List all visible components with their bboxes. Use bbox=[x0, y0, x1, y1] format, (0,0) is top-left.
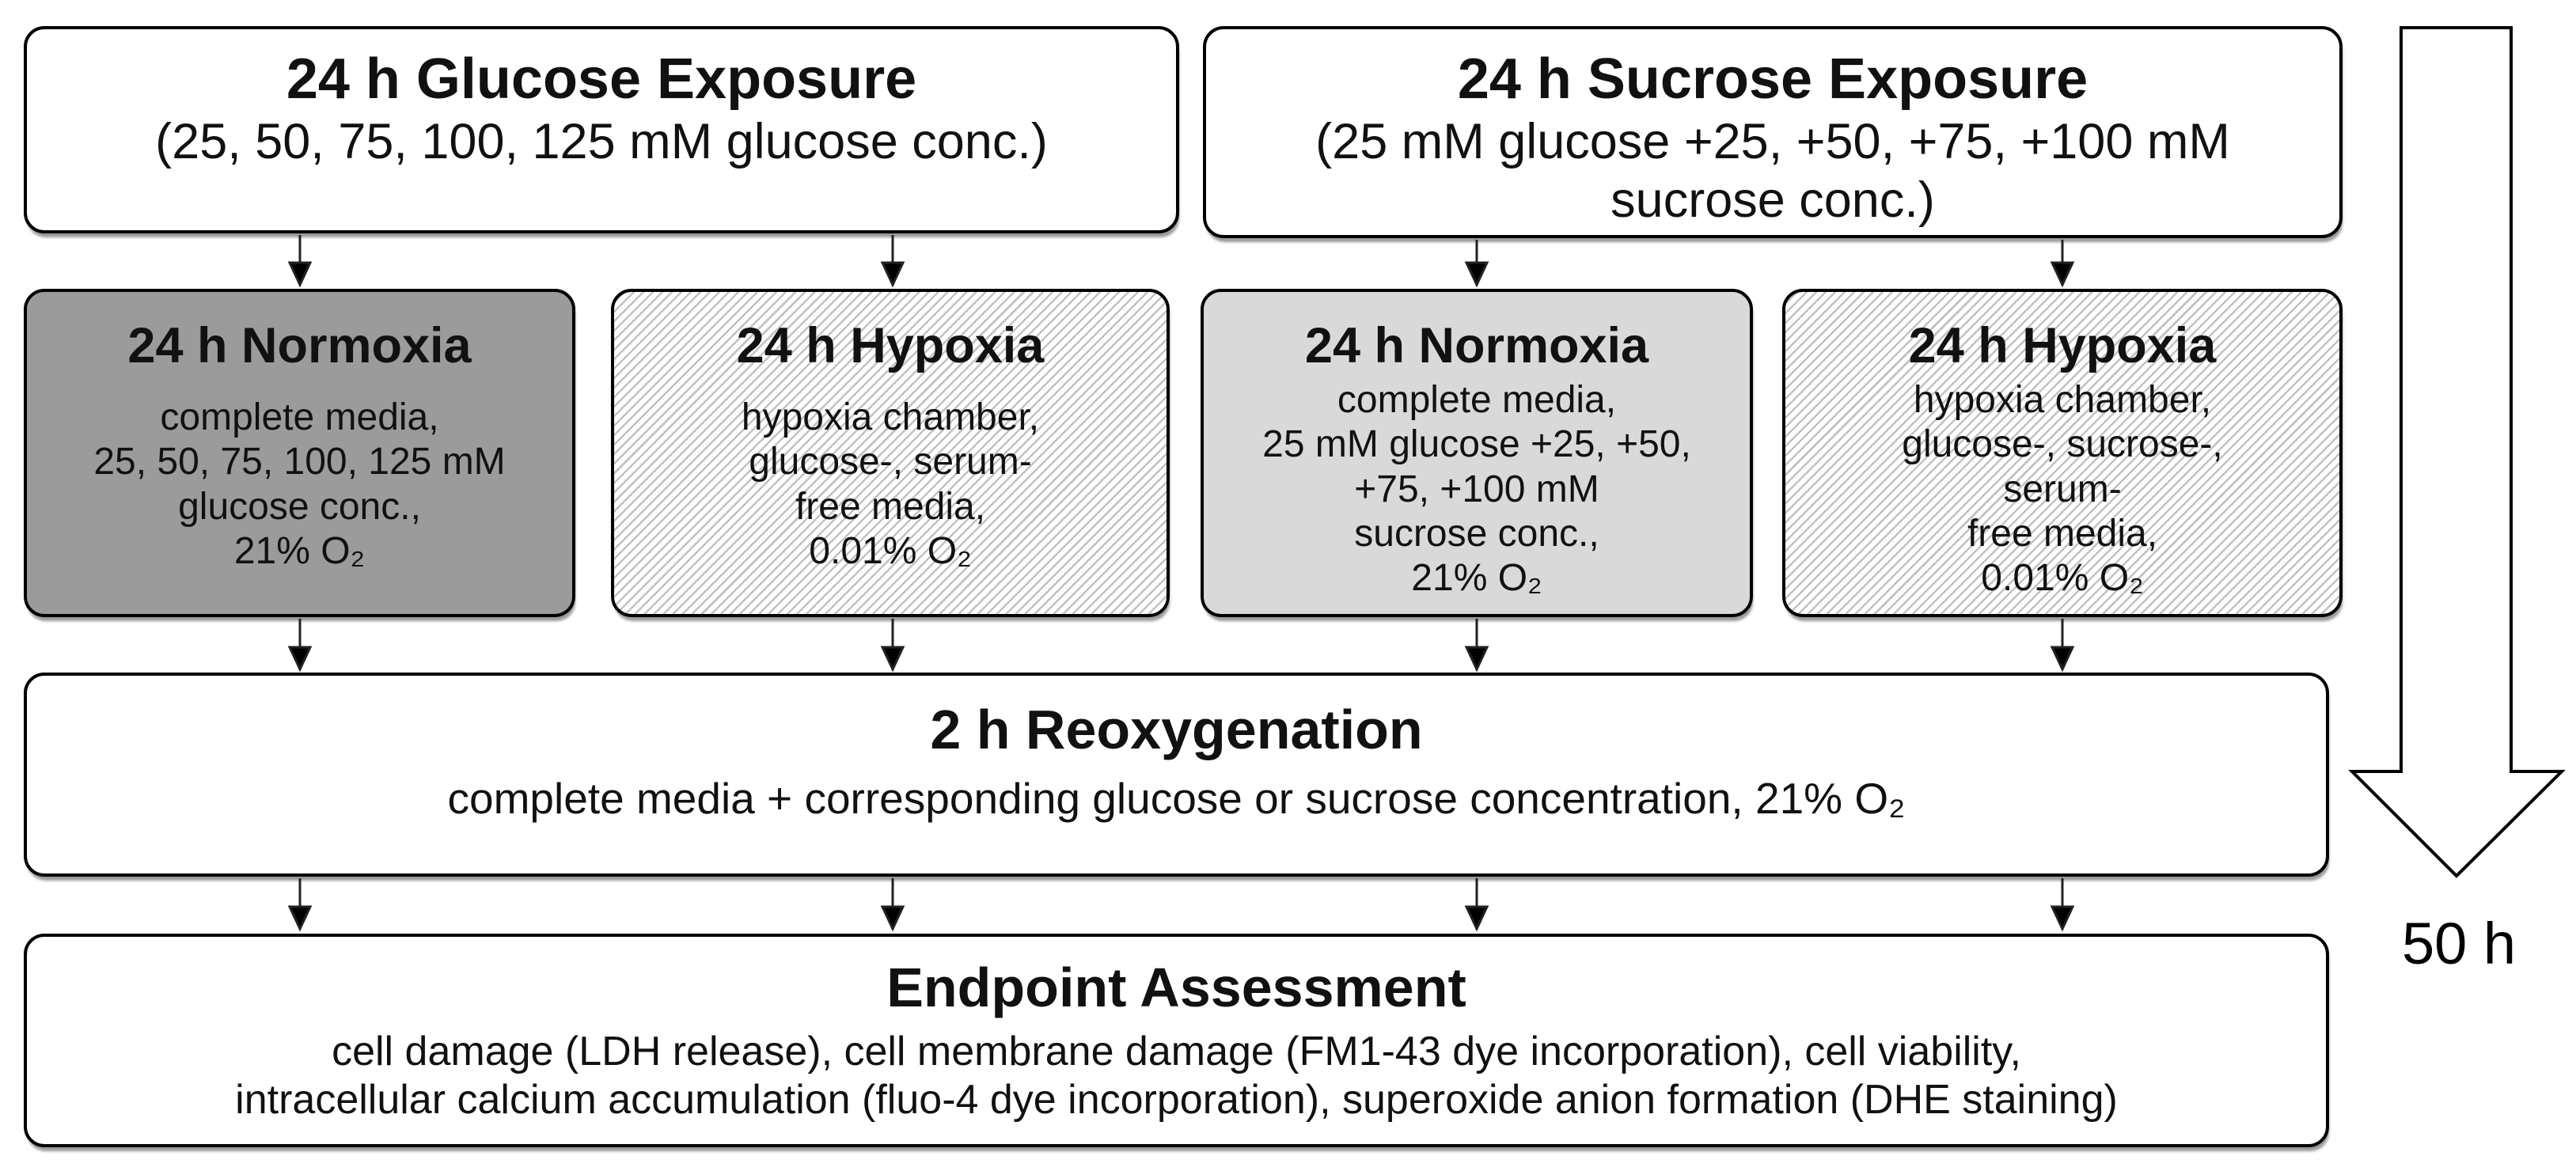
timeline-total-label: 50 h bbox=[2401, 911, 2517, 976]
sucrose-exposure-box: 24 h Sucrose Exposure (25 mM glucose +25… bbox=[1203, 26, 2343, 238]
reoxygenation-body: complete media + corresponding glucose o… bbox=[447, 774, 1906, 823]
normoxia-glucose-title: 24 h Normoxia bbox=[127, 318, 472, 373]
reoxygenation-box: 2 h Reoxygenation complete media + corre… bbox=[24, 673, 2329, 877]
glucose-exposure-subtitle: (25, 50, 75, 100, 125 mM glucose conc.) bbox=[155, 113, 1048, 169]
flow-arrow bbox=[287, 878, 2075, 932]
hypoxia-sucrose-body: hypoxia chamber, glucose-, sucrose-, ser… bbox=[1902, 379, 2223, 599]
hypoxia-glucose-box: 24 h Hypoxia hypoxia chamber, glucose-, … bbox=[611, 289, 1170, 617]
hypoxia-glucose-title: 24 h Hypoxia bbox=[736, 318, 1045, 373]
normoxia-sucrose-body: complete media, 25 mM glucose +25, +50, … bbox=[1262, 379, 1691, 599]
endpoint-assessment-body: cell damage (LDH release), cell membrane… bbox=[235, 1029, 2118, 1124]
hypoxia-sucrose-title: 24 h Hypoxia bbox=[1908, 318, 2217, 373]
reoxygenation-title: 2 h Reoxygenation bbox=[930, 699, 1423, 760]
flow-arrow bbox=[287, 235, 2075, 288]
endpoint-assessment-box: Endpoint Assessment cell damage (LDH rel… bbox=[24, 934, 2329, 1147]
hypoxia-sucrose-box: 24 h Hypoxia hypoxia chamber, glucose-, … bbox=[1782, 289, 2343, 617]
normoxia-glucose-body: complete media, 25, 50, 75, 100, 125 mM … bbox=[93, 396, 506, 572]
sucrose-exposure-title: 24 h Sucrose Exposure bbox=[1457, 47, 2088, 111]
normoxia-sucrose-box: 24 h Normoxia complete media, 25 mM gluc… bbox=[1201, 289, 1753, 617]
flow-arrow bbox=[287, 619, 2075, 673]
glucose-exposure-box: 24 h Glucose Exposure (25, 50, 75, 100, … bbox=[24, 26, 1179, 233]
normoxia-sucrose-title: 24 h Normoxia bbox=[1304, 318, 1649, 373]
normoxia-glucose-box: 24 h Normoxia complete media, 25, 50, 75… bbox=[24, 289, 575, 617]
sucrose-exposure-subtitle: (25 mM glucose +25, +50, +75, +100 mM su… bbox=[1315, 113, 2230, 229]
hypoxia-glucose-body: hypoxia chamber, glucose-, serum- free m… bbox=[741, 396, 1040, 572]
endpoint-assessment-title: Endpoint Assessment bbox=[886, 957, 1466, 1018]
timeline-arrow bbox=[2348, 26, 2566, 878]
glucose-exposure-title: 24 h Glucose Exposure bbox=[286, 47, 917, 111]
